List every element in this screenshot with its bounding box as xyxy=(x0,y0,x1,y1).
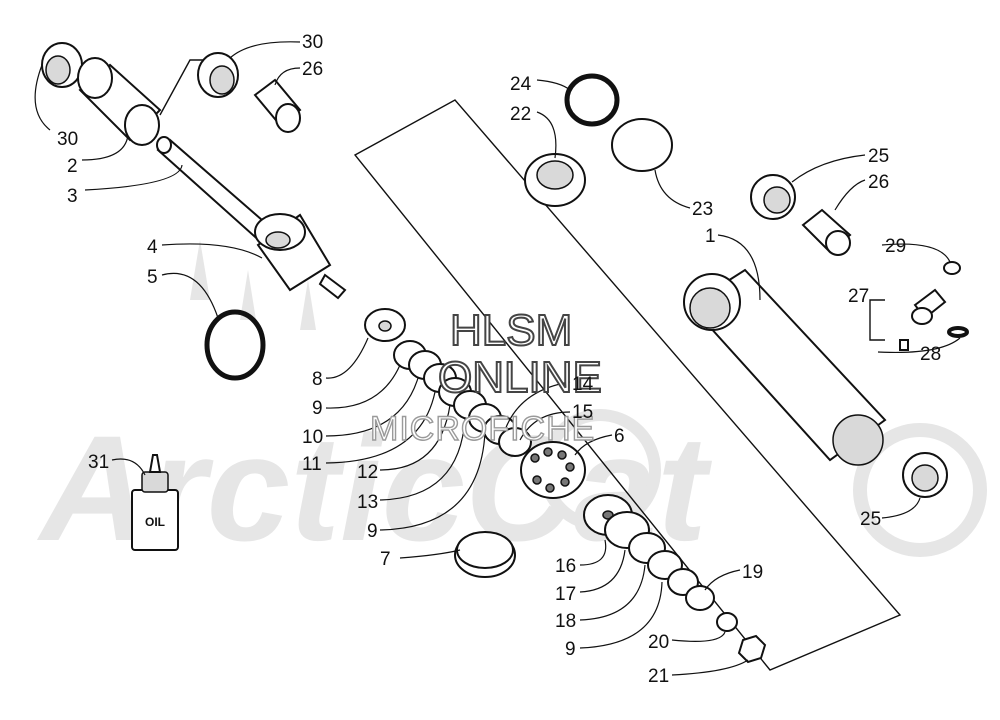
callout-12: 12 xyxy=(357,462,378,483)
callout-9-b: 9 xyxy=(367,521,378,542)
callout-14: 14 xyxy=(572,374,594,395)
callout-9-c: 9 xyxy=(565,639,576,660)
oil-bottle-label: OIL xyxy=(145,515,165,529)
part-7-piston-band xyxy=(454,531,516,578)
part-4-seal-head xyxy=(254,213,347,300)
callout-24: 24 xyxy=(510,74,532,95)
part-24-o-ring xyxy=(564,73,620,127)
callout-6: 6 xyxy=(614,426,625,447)
callout-labels: 30 26 30 2 3 4 5 8 9 10 11 12 13 9 7 31 … xyxy=(57,32,941,687)
watermark-line2: ONLINE xyxy=(438,353,602,402)
part-26-spacer-top xyxy=(253,78,302,133)
callout-27: 27 xyxy=(848,286,869,307)
washer-stack xyxy=(364,308,532,457)
part-2-sleeve xyxy=(77,57,162,146)
callout-16: 16 xyxy=(555,556,576,577)
callout-25-bottom: 25 xyxy=(860,509,881,530)
callout-9-a: 9 xyxy=(312,398,323,419)
watermark-line1: HLSM xyxy=(450,306,572,355)
callout-3: 3 xyxy=(67,186,78,207)
bracket-lead xyxy=(159,59,205,116)
callout-19: 19 xyxy=(742,562,763,583)
callout-30-left: 30 xyxy=(57,129,78,150)
callout-17: 17 xyxy=(555,584,576,605)
assembly-frame xyxy=(353,99,902,671)
part-29-cap xyxy=(943,261,961,275)
valve-bracket xyxy=(869,299,885,341)
callout-31: 31 xyxy=(88,452,109,473)
part-1-shock-body xyxy=(683,268,887,466)
callout-11: 11 xyxy=(302,454,322,475)
callout-2: 2 xyxy=(67,156,78,177)
callout-13: 13 xyxy=(357,492,378,513)
callout-18: 18 xyxy=(555,611,576,632)
lower-washer-stack xyxy=(583,494,767,664)
part-28-o-ring xyxy=(947,326,969,338)
callout-26-top: 26 xyxy=(302,59,323,80)
callout-1: 1 xyxy=(705,226,716,247)
callout-29: 29 xyxy=(885,236,906,257)
part-6-piston xyxy=(520,441,586,499)
part-27-valve xyxy=(899,288,947,351)
callout-23: 23 xyxy=(692,199,713,220)
callout-21: 21 xyxy=(648,666,669,687)
callout-5: 5 xyxy=(147,267,158,288)
watermark-text: HLSM ONLINE MICROFICHE xyxy=(369,305,603,449)
part-22-floating-piston xyxy=(524,153,586,207)
part-5-o-ring xyxy=(204,309,266,381)
part-31-oil-bottle: OIL xyxy=(131,454,179,551)
callout-10: 10 xyxy=(302,427,323,448)
callout-25-top: 25 xyxy=(868,146,889,167)
callout-28: 28 xyxy=(920,344,941,365)
callout-8: 8 xyxy=(312,369,323,390)
part-30-bushing-top xyxy=(197,52,239,98)
callout-26-right: 26 xyxy=(868,172,889,193)
watermark-skyline xyxy=(190,240,316,330)
part-30-bushing-left xyxy=(41,42,83,88)
callout-30-top: 30 xyxy=(302,32,323,53)
callout-15: 15 xyxy=(572,402,593,423)
part-25-bushing-top xyxy=(750,174,796,220)
leader-lines xyxy=(34,41,961,676)
part-26-spacer-right xyxy=(801,208,852,256)
watermark-wheel xyxy=(853,423,987,557)
part-25-bushing-bottom xyxy=(902,452,948,498)
watermark-line3: MICROFICHE xyxy=(370,410,595,448)
callout-22: 22 xyxy=(510,104,531,125)
callout-7: 7 xyxy=(380,549,391,570)
callout-4: 4 xyxy=(147,237,158,258)
part-23-ring xyxy=(611,118,673,172)
callout-20: 20 xyxy=(648,632,669,653)
